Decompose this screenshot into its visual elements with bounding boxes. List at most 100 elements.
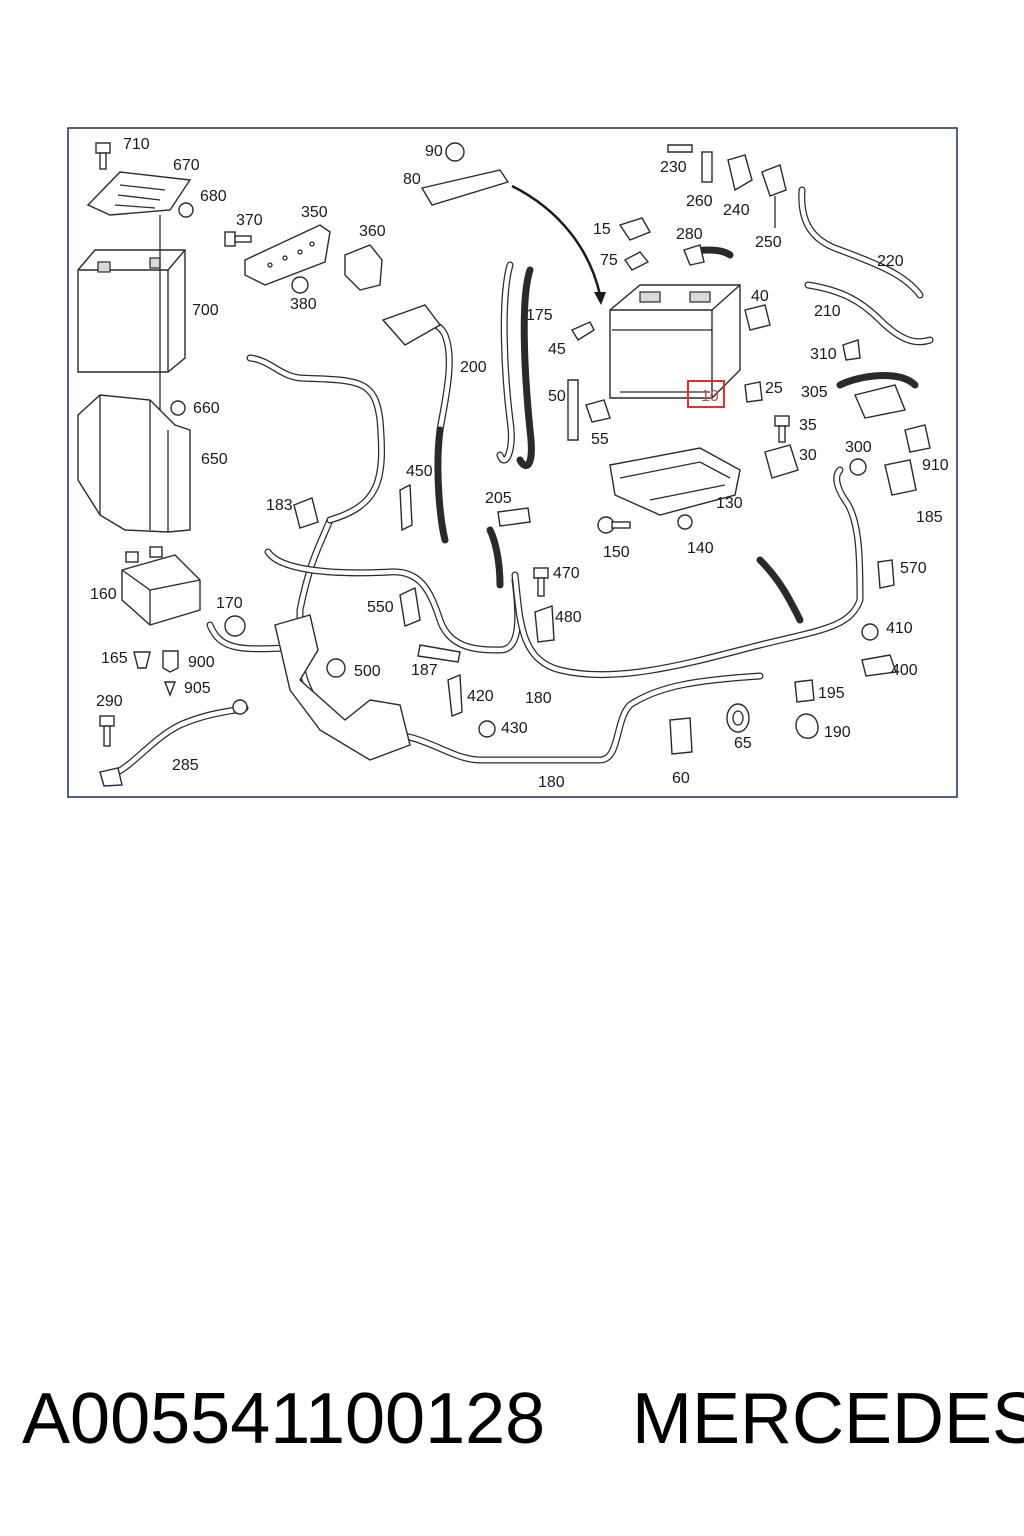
callout-labels: 710 670 680 700 660 650 160 170 165 900 … [90,136,949,791]
callout-350: 350 [301,204,328,221]
connector-280 [683,244,705,266]
clip-310 [842,339,861,361]
callout-910: 910 [922,457,949,474]
nut-90 [445,142,465,162]
connector-260 [701,151,713,183]
clip-183 [293,497,319,529]
bracket-450 [399,483,413,532]
callout-700: 700 [192,302,219,319]
callout-40: 40 [751,288,769,305]
callout-285: 285 [172,757,199,774]
battery-holder-650 [77,394,191,533]
callout-185: 185 [916,509,943,526]
callout-55: 55 [591,431,609,448]
pin-230 [667,144,693,153]
callout-480: 480 [555,609,582,626]
connector-240 [727,154,753,192]
callout-305: 305 [801,384,828,401]
bracket-910 [904,424,931,453]
callout-25: 25 [765,380,783,397]
callout-187: 187 [411,662,438,679]
callout-240: 240 [723,202,750,219]
connector-360 [344,244,383,291]
callout-220: 220 [877,253,904,270]
callout-183: 183 [266,497,293,514]
grommet-500 [326,658,346,678]
callout-680: 680 [200,188,227,205]
callout-450: 450 [406,463,433,480]
callout-230: 230 [660,159,687,176]
wiring-harness [106,186,934,779]
relay-160 [121,546,201,626]
bolt-35 [774,415,790,443]
bracket-420 [447,673,463,717]
battery-10 [609,284,741,399]
nut-300 [849,458,867,476]
bracket-550 [399,586,421,627]
callout-180a: 180 [525,690,552,707]
cap-40 [744,304,771,331]
parts-diagram: 710 670 680 700 660 650 160 170 165 900 … [67,127,958,798]
callout-370: 370 [236,212,263,229]
callout-160: 160 [90,586,117,603]
callout-420: 420 [467,688,494,705]
callout-75: 75 [600,252,618,269]
ground-bracket [274,614,411,761]
callout-250: 250 [755,234,782,251]
brand-name: MERCEDES [632,1379,1024,1459]
callout-195: 195 [818,685,845,702]
callout-210: 210 [814,303,841,320]
grommet-25 [744,381,763,403]
callout-50: 50 [548,388,566,405]
callout-470: 470 [553,565,580,582]
callout-10: 10 [701,388,719,405]
connector-200 [381,304,442,346]
callout-60: 60 [672,770,690,787]
callout-190: 190 [824,724,851,741]
callout-260: 260 [686,193,713,210]
bracket-480 [534,605,555,643]
clip-195 [794,679,815,703]
plug-185 [884,459,917,496]
callout-710: 710 [123,136,150,153]
screw-905 [163,681,177,697]
part-number: A005541100128 [22,1379,546,1459]
callout-290: 290 [96,693,123,710]
plate-15 [618,217,652,241]
clip-60 [669,717,693,755]
hose-50 [567,379,579,441]
callout-140: 140 [687,540,714,557]
callout-90: 90 [425,143,443,160]
sleeve-205 [497,507,531,527]
callout-670: 670 [173,157,200,174]
connector-250 [761,164,787,197]
callout-360: 360 [359,223,386,240]
bracket-350 [244,224,331,286]
arrow-to-battery [511,184,602,296]
clip-75 [623,251,650,271]
aux-battery-700 [77,249,186,373]
nut-660 [170,400,186,416]
callout-170: 170 [216,595,243,612]
bolt-710 [95,142,111,170]
callout-15: 15 [593,221,611,238]
callout-175: 175 [526,307,553,324]
cover-80 [420,169,510,206]
bracket-670 [86,171,192,420]
callout-150: 150 [603,544,630,561]
fuse-187 [417,644,461,663]
callout-410: 410 [886,620,913,637]
callout-660: 660 [193,400,220,417]
bolt-470 [533,567,549,597]
clip-190 [795,713,819,739]
callout-80: 80 [403,171,421,188]
callout-380: 380 [290,296,317,313]
callout-430: 430 [501,720,528,737]
callout-130: 130 [716,495,743,512]
callout-280: 280 [676,226,703,243]
bracket-400 [861,654,897,677]
bolt-370 [224,231,252,247]
callout-900: 900 [188,654,215,671]
hose-45 [570,321,595,341]
nut-410 [861,623,879,641]
